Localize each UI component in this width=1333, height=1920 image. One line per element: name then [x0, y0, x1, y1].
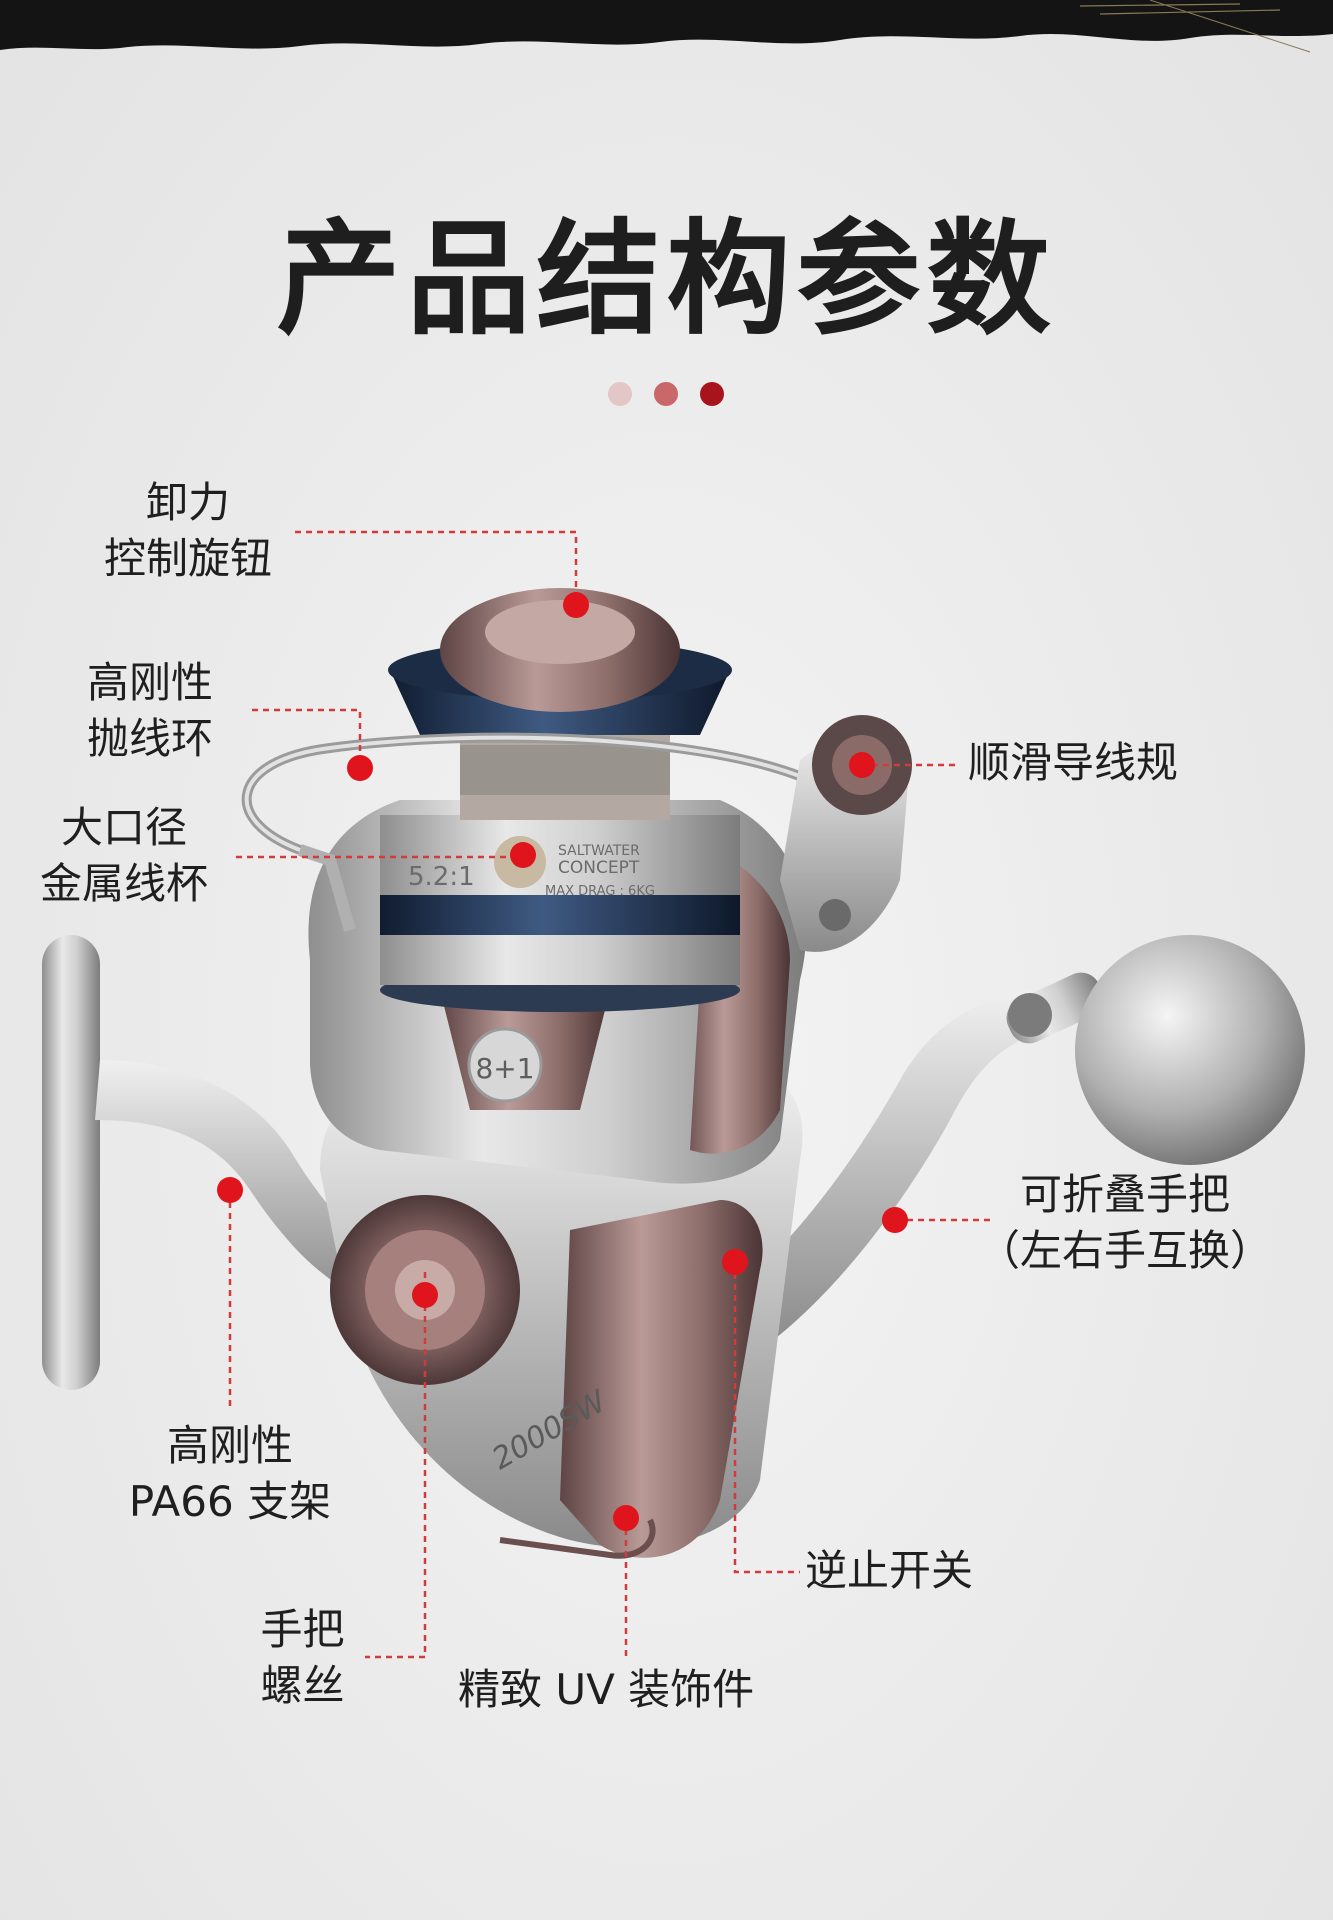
label-stop-switch: 逆止开关: [805, 1546, 974, 1595]
marker-drag-knob[interactable]: [563, 592, 589, 618]
marker-handle-screw[interactable]: [412, 1282, 438, 1308]
decor-dot-mid: [654, 382, 678, 406]
label-bail-wire: 高刚性 抛线环: [86, 658, 213, 763]
reel-body: 2000SW: [320, 1070, 803, 1559]
marker-frame[interactable]: [217, 1177, 243, 1203]
bearing-marking: 8+1: [475, 1052, 534, 1085]
handle-arm: [720, 935, 1305, 1350]
decor-dot-dark: [700, 382, 724, 406]
marker-stop-switch[interactable]: [722, 1249, 748, 1275]
marker-spool[interactable]: [510, 842, 536, 868]
label-spool: 大口径 金属线杯: [39, 803, 208, 908]
gear-ratio-marking: 5.2:1: [408, 862, 475, 892]
label-handle: 可折叠手把 （左右手互换）: [977, 1170, 1272, 1275]
label-handle-screw: 手把 螺丝: [260, 1605, 345, 1710]
marker-line-roller[interactable]: [849, 752, 875, 778]
brush-stroke-banner: [0, 0, 1333, 53]
marker-bail-wire[interactable]: [347, 755, 373, 781]
max-drag-marking: MAX DRAG : 6KG: [545, 884, 655, 899]
decor-dot-light: [608, 382, 632, 406]
spool: 5.2:1 SALTWATER CONCEPT MAX DRAG : 6KG: [380, 588, 740, 1012]
marker-handle[interactable]: [882, 1207, 908, 1233]
label-frame: 高刚性 PA66 支架: [128, 1421, 332, 1526]
page-title: 产品结构参数: [276, 208, 1057, 352]
label-line-roller: 顺滑导线规: [968, 738, 1179, 787]
marker-uv-trim[interactable]: [613, 1505, 639, 1531]
concept-marking: CONCEPT: [558, 858, 640, 878]
saltwater-marking: SALTWATER: [558, 843, 640, 859]
label-drag-knob: 卸力 控制旋钮: [103, 478, 272, 583]
label-uv-trim: 精致 UV 装饰件: [458, 1665, 755, 1714]
